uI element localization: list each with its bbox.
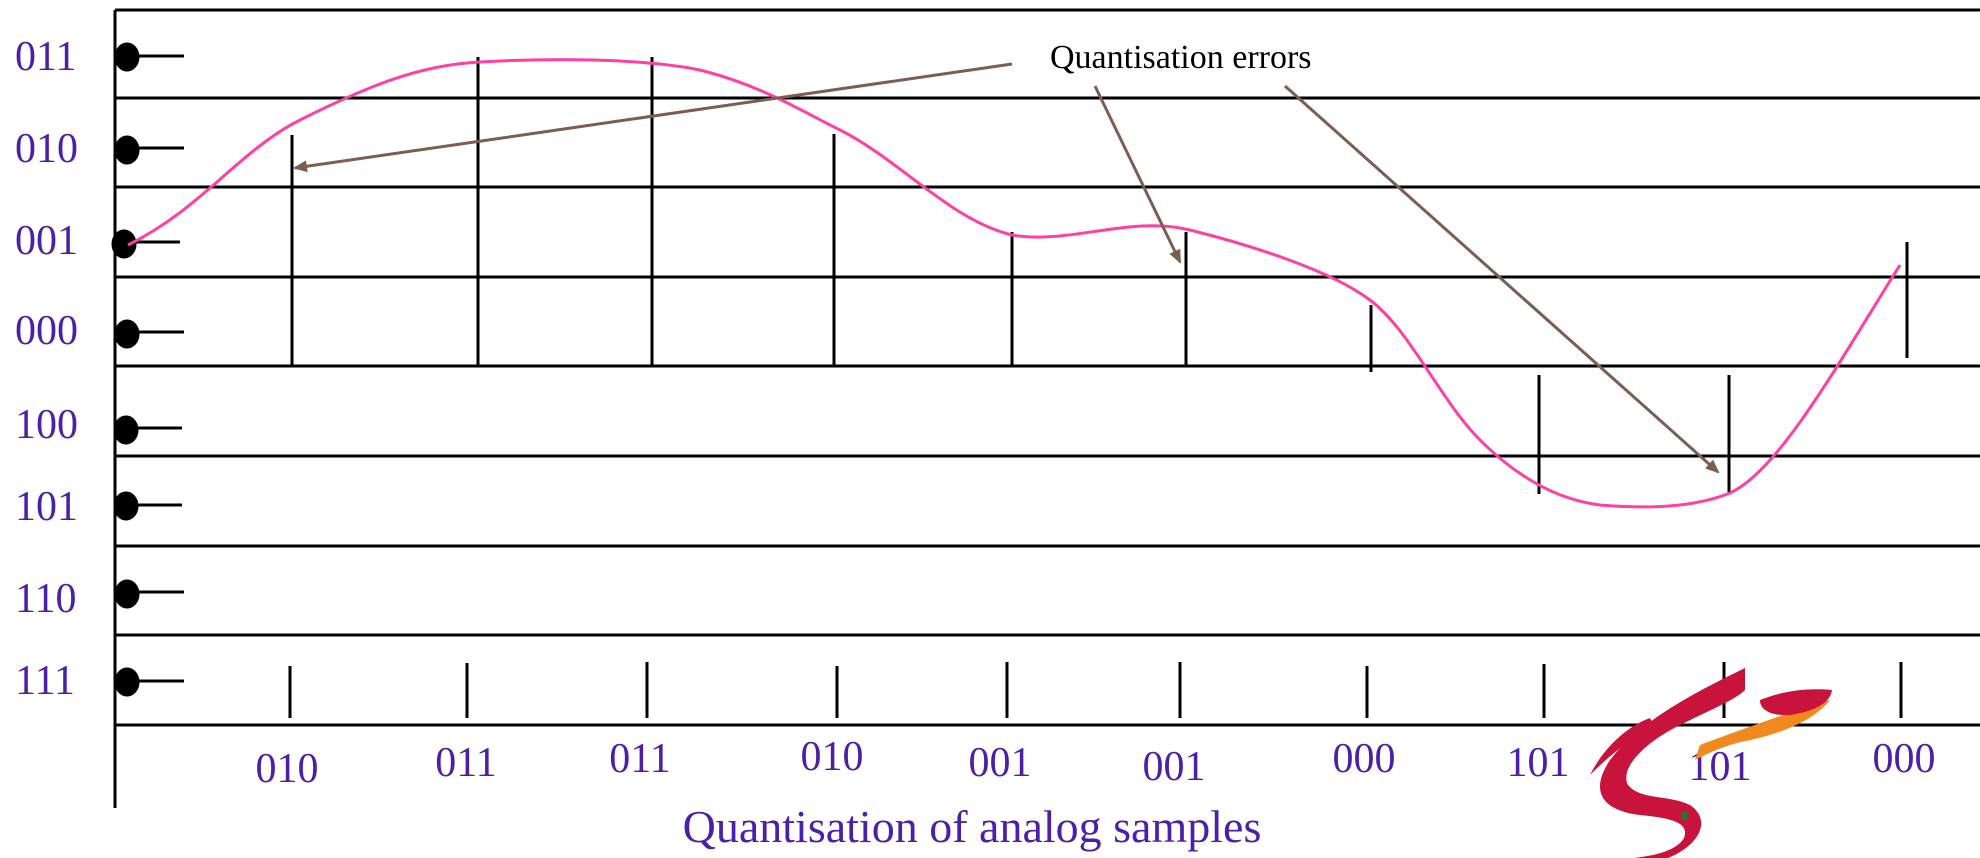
level-labels: 011 010 001 000 100 101 110 111: [15, 34, 78, 704]
level-label: 110: [15, 576, 76, 622]
sample-code: 000: [1873, 736, 1936, 782]
level-marker: [113, 491, 182, 521]
level-label: 001: [15, 218, 78, 264]
sample-ticks: [288, 662, 1903, 718]
level-marker: [114, 579, 184, 609]
sample-code: 001: [1143, 744, 1206, 790]
level-label: 101: [15, 484, 78, 530]
annotation-label: Quantisation errors: [1050, 39, 1312, 76]
error-arrow: [1284, 84, 1720, 474]
sample-code: 001: [969, 740, 1032, 786]
diagram-title: Quantisation of analog samples: [683, 801, 1262, 852]
level-marker: [114, 135, 184, 165]
level-label: 010: [15, 126, 78, 172]
level-label: 011: [15, 34, 76, 80]
sample-code: 010: [256, 746, 319, 792]
level-label: 111: [15, 658, 75, 704]
grid-frame: [113, 8, 1980, 808]
sample-stems: [290, 57, 1909, 494]
sample-code: 101: [1507, 740, 1570, 786]
sample-code: 000: [1333, 736, 1396, 782]
error-arrow: [293, 62, 1013, 173]
error-arrow: [1093, 85, 1182, 264]
level-markers: [111, 42, 184, 697]
level-label: 100: [15, 402, 78, 448]
level-marker: [114, 667, 184, 697]
level-label: 000: [15, 308, 78, 354]
level-marker: [114, 42, 184, 72]
analog-signal-curve: [127, 58, 1902, 509]
swirl-logo-icon: [1590, 668, 1832, 858]
level-marker: [114, 319, 184, 349]
level-marker: [113, 415, 182, 445]
sample-code-labels: 010 011 011 010 001 001 000 101 101 000: [256, 734, 1936, 792]
sample-code: 011: [609, 736, 670, 782]
sample-code: 011: [435, 740, 496, 786]
sample-code: 101: [1689, 744, 1752, 790]
sample-code: 010: [801, 734, 864, 780]
annotation-arrows: [293, 62, 1720, 474]
